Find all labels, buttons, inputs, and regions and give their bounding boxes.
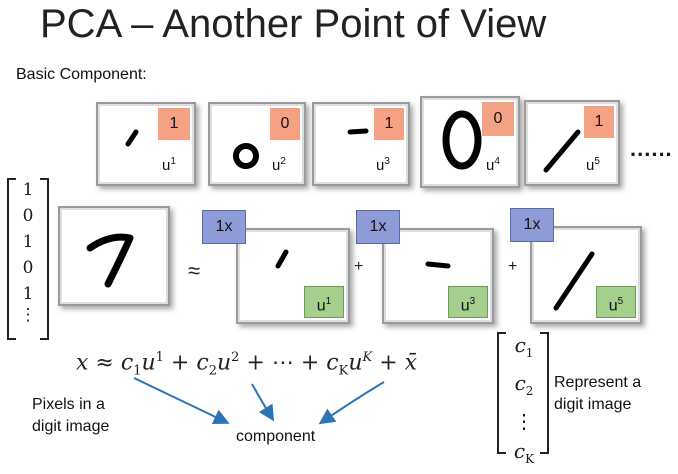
component-label: u4 [486,156,500,174]
digit-tag: 0 [482,102,514,136]
page-title: PCA – Another Point of View [40,2,547,46]
digit-stroke-image [425,261,451,269]
arrow-from-u1 [133,377,230,425]
weight-vector: 1 0 1 0 1 ⋮ [18,180,38,326]
coef-right-bracket [540,332,549,454]
digit-stroke-image [543,129,581,173]
component-label-text: component [236,428,316,445]
weight-value: 1 [22,284,34,304]
digit-stroke-image [125,129,139,147]
digit-tag: 0 [270,108,300,140]
component-label: u3 [376,156,390,174]
coef-vdots: ⋮ [514,409,534,433]
coefficient-tag: 1x [510,208,554,242]
plus-symbol: + [508,258,518,275]
digit-stroke-image [347,128,369,135]
weight-value: 1 [22,232,34,252]
component-image-5: 1 u5 [524,100,620,186]
component-image-3: 1 u3 [312,102,410,186]
represent-label: Represent a digit image [554,374,642,413]
component-label: u5 [586,156,600,174]
coef-entry: cK [513,439,535,466]
component-label: u1 [162,156,176,174]
coef-entry: c1 [514,333,534,360]
section-subtitle: Basic Component: [16,66,147,83]
digit-stroke-image [275,249,289,269]
digit-tag: 1 [158,108,190,140]
weight-value: ⋮ [19,305,37,325]
weight-value: 0 [22,206,34,226]
digit-stroke-image [86,233,134,288]
arrow-from-uK [318,381,385,425]
coefficient-vector: c1 c2 ⋮ cK [504,330,544,474]
component-tag: u1 [304,286,344,318]
digit-stroke-image [442,110,482,170]
coefficient-tag: 1x [356,210,400,244]
digit-tag: 1 [374,108,404,140]
pca-equation: x ≈ c1u1 + c2u2 + ⋯ + cKuK + x̄ [76,350,418,379]
term-image-3: u5 [530,226,642,324]
digit-stroke-image [233,143,259,169]
coefficient-tag: 1x [202,210,246,244]
coef-entry: c2 [514,371,534,398]
component-image-1: 1 u1 [96,102,196,186]
weight-value: 0 [22,258,34,278]
digit-tag: 1 [584,106,614,138]
left-bracket [7,178,16,340]
component-label: u2 [272,156,286,174]
component-image-4: 0 u4 [420,96,520,188]
component-image-2: 0 u2 [208,102,306,186]
approx-symbol: ≈ [188,258,201,283]
component-tag: u3 [448,286,488,318]
digit-stroke-image [553,251,595,311]
digit-seven-image [58,206,170,306]
term-image-1: u1 [236,228,350,324]
right-bracket [40,178,49,340]
pixels-label: Pixels in a digit image [32,396,110,435]
term-image-2: u3 [382,228,494,324]
component-tag: u5 [596,286,636,318]
weight-value: 1 [22,180,34,200]
plus-symbol: + [354,258,364,275]
arrow-from-u2 [251,383,275,422]
ellipsis-more: ...... [630,136,673,161]
coef-left-bracket [497,332,506,454]
